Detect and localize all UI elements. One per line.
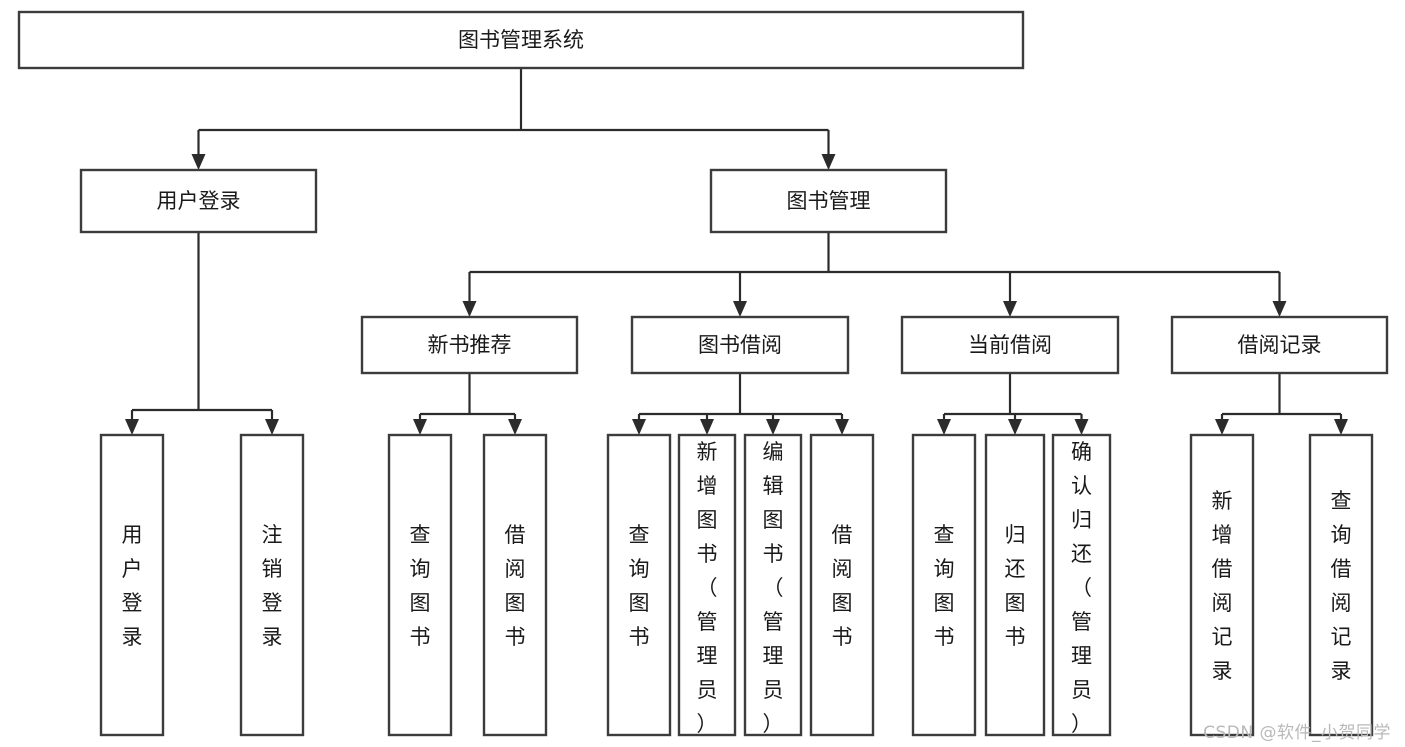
- node-leaf-user-login[interactable]: 用户登录: [99, 433, 165, 737]
- node-leaf-borrow-book-2[interactable]: 借阅图书: [809, 433, 875, 737]
- node-box-leaf-borrow-book-1: [482, 433, 548, 737]
- node-label-leaf-add-book: 新增图书（管理员）: [697, 440, 718, 736]
- node-box-leaf-query-book-2: [606, 433, 672, 737]
- node-leaf-return-book[interactable]: 归还图书: [984, 433, 1046, 737]
- node-label-book-borrow: 图书借阅: [698, 333, 782, 357]
- node-box-book-borrow: [630, 315, 850, 375]
- node-leaf-query-book-3[interactable]: 查询图书: [911, 433, 977, 737]
- arrow-head-p-new-book-recommend-1: [508, 419, 522, 435]
- node-label-new-book-recommend: 新书推荐: [428, 333, 512, 357]
- arrow-head-p-book-borrow-3: [835, 419, 849, 435]
- node-leaf-query-book-1[interactable]: 查询图书: [387, 433, 453, 737]
- arrow-head-p-book-borrow-0: [632, 419, 646, 435]
- node-label-leaf-query-book-3: 查询图书: [934, 523, 955, 649]
- node-current-borrow[interactable]: 当前借阅: [900, 315, 1120, 375]
- node-new-book-recommend[interactable]: 新书推荐: [360, 315, 579, 375]
- node-leaf-query-book-2[interactable]: 查询图书: [606, 433, 672, 737]
- node-leaf-edit-book[interactable]: 编辑图书（管理员）: [743, 433, 803, 737]
- connectors-layer: [125, 68, 1348, 435]
- arrow-head-p-borrow-record-1: [1334, 419, 1348, 435]
- arrow-head-bm-1: [733, 301, 747, 317]
- node-label-borrow-record: 借阅记录: [1238, 333, 1322, 357]
- arrow-head-p-book-borrow-2: [766, 419, 780, 435]
- node-book-borrow[interactable]: 图书借阅: [630, 315, 850, 375]
- arrow-head-p-current-borrow-2: [1074, 419, 1089, 435]
- node-box-borrow-record: [1170, 315, 1389, 375]
- node-label-leaf-borrow-book-1: 借阅图书: [505, 523, 526, 649]
- arrow-head-p-book-borrow-1: [700, 419, 714, 435]
- arrow-head-p-user-login-1: [265, 419, 279, 435]
- node-box-new-book-recommend: [360, 315, 579, 375]
- node-box-leaf-confirm-return: [1051, 433, 1112, 737]
- arrow-head-bm-3: [1272, 301, 1287, 317]
- node-label-leaf-query-book-1: 查询图书: [410, 523, 431, 649]
- arrow-head-p-current-borrow-1: [1008, 419, 1022, 435]
- node-leaf-add-borrow-record[interactable]: 新增借阅记录: [1189, 433, 1255, 737]
- node-label-book-management: 图书管理: [787, 189, 871, 213]
- node-label-leaf-return-book: 归还图书: [1005, 523, 1026, 649]
- node-box-leaf-query-book-1: [387, 433, 453, 737]
- node-leaf-user-logout[interactable]: 注销登录: [239, 433, 305, 737]
- node-leaf-add-book[interactable]: 新增图书（管理员）: [677, 433, 737, 737]
- node-root[interactable]: 图书管理系统: [17, 10, 1025, 70]
- arrow-head-root-0: [191, 154, 206, 170]
- node-user-login[interactable]: 用户登录: [79, 168, 318, 234]
- nodes-layer: 图书管理系统用户登录图书管理新书推荐图书借阅当前借阅借阅记录用户登录注销登录查询…: [17, 10, 1389, 737]
- arrow-head-p-borrow-record-0: [1215, 419, 1229, 435]
- arrow-head-bm-2: [1003, 301, 1017, 317]
- node-book-management[interactable]: 图书管理: [709, 168, 948, 234]
- node-box-leaf-user-logout: [239, 433, 305, 737]
- node-box-leaf-return-book: [984, 433, 1046, 737]
- node-box-leaf-user-login: [99, 433, 165, 737]
- arrow-head-root-1: [821, 154, 836, 170]
- arrow-head-p-user-login-0: [125, 419, 139, 435]
- arrow-head-p-new-book-recommend-0: [413, 419, 427, 435]
- node-label-leaf-user-login: 用户登录: [122, 523, 143, 649]
- node-leaf-borrow-book-1[interactable]: 借阅图书: [482, 433, 548, 737]
- node-box-leaf-edit-book: [743, 433, 803, 737]
- node-label-leaf-borrow-book-2: 借阅图书: [832, 523, 853, 649]
- node-label-user-login: 用户登录: [157, 189, 241, 213]
- node-box-current-borrow: [900, 315, 1120, 375]
- node-label-leaf-query-book-2: 查询图书: [629, 523, 650, 649]
- arrow-head-p-current-borrow-0: [937, 419, 951, 435]
- node-leaf-query-borrow-record[interactable]: 查询借阅记录: [1308, 433, 1374, 737]
- node-label-leaf-confirm-return: 确认归还（管理员）: [1071, 440, 1092, 736]
- node-box-leaf-query-borrow-record: [1308, 433, 1374, 737]
- node-box-leaf-borrow-book-2: [809, 433, 875, 737]
- node-label-leaf-edit-book: 编辑图书（管理员）: [763, 440, 784, 736]
- node-borrow-record[interactable]: 借阅记录: [1170, 315, 1389, 375]
- node-label-current-borrow: 当前借阅: [968, 333, 1052, 357]
- node-box-book-management: [709, 168, 948, 234]
- node-label-leaf-user-logout: 注销登录: [262, 523, 283, 649]
- node-box-user-login: [79, 168, 318, 234]
- node-box-root: [17, 10, 1025, 70]
- node-box-leaf-add-book: [677, 433, 737, 737]
- node-leaf-confirm-return[interactable]: 确认归还（管理员）: [1051, 433, 1112, 737]
- arrow-head-bm-0: [462, 301, 477, 317]
- node-label-leaf-query-borrow-record: 查询借阅记录: [1331, 489, 1352, 683]
- node-box-leaf-query-book-3: [911, 433, 977, 737]
- node-label-root: 图书管理系统: [458, 28, 584, 52]
- node-label-leaf-add-borrow-record: 新增借阅记录: [1212, 489, 1233, 683]
- node-box-leaf-add-borrow-record: [1189, 433, 1255, 737]
